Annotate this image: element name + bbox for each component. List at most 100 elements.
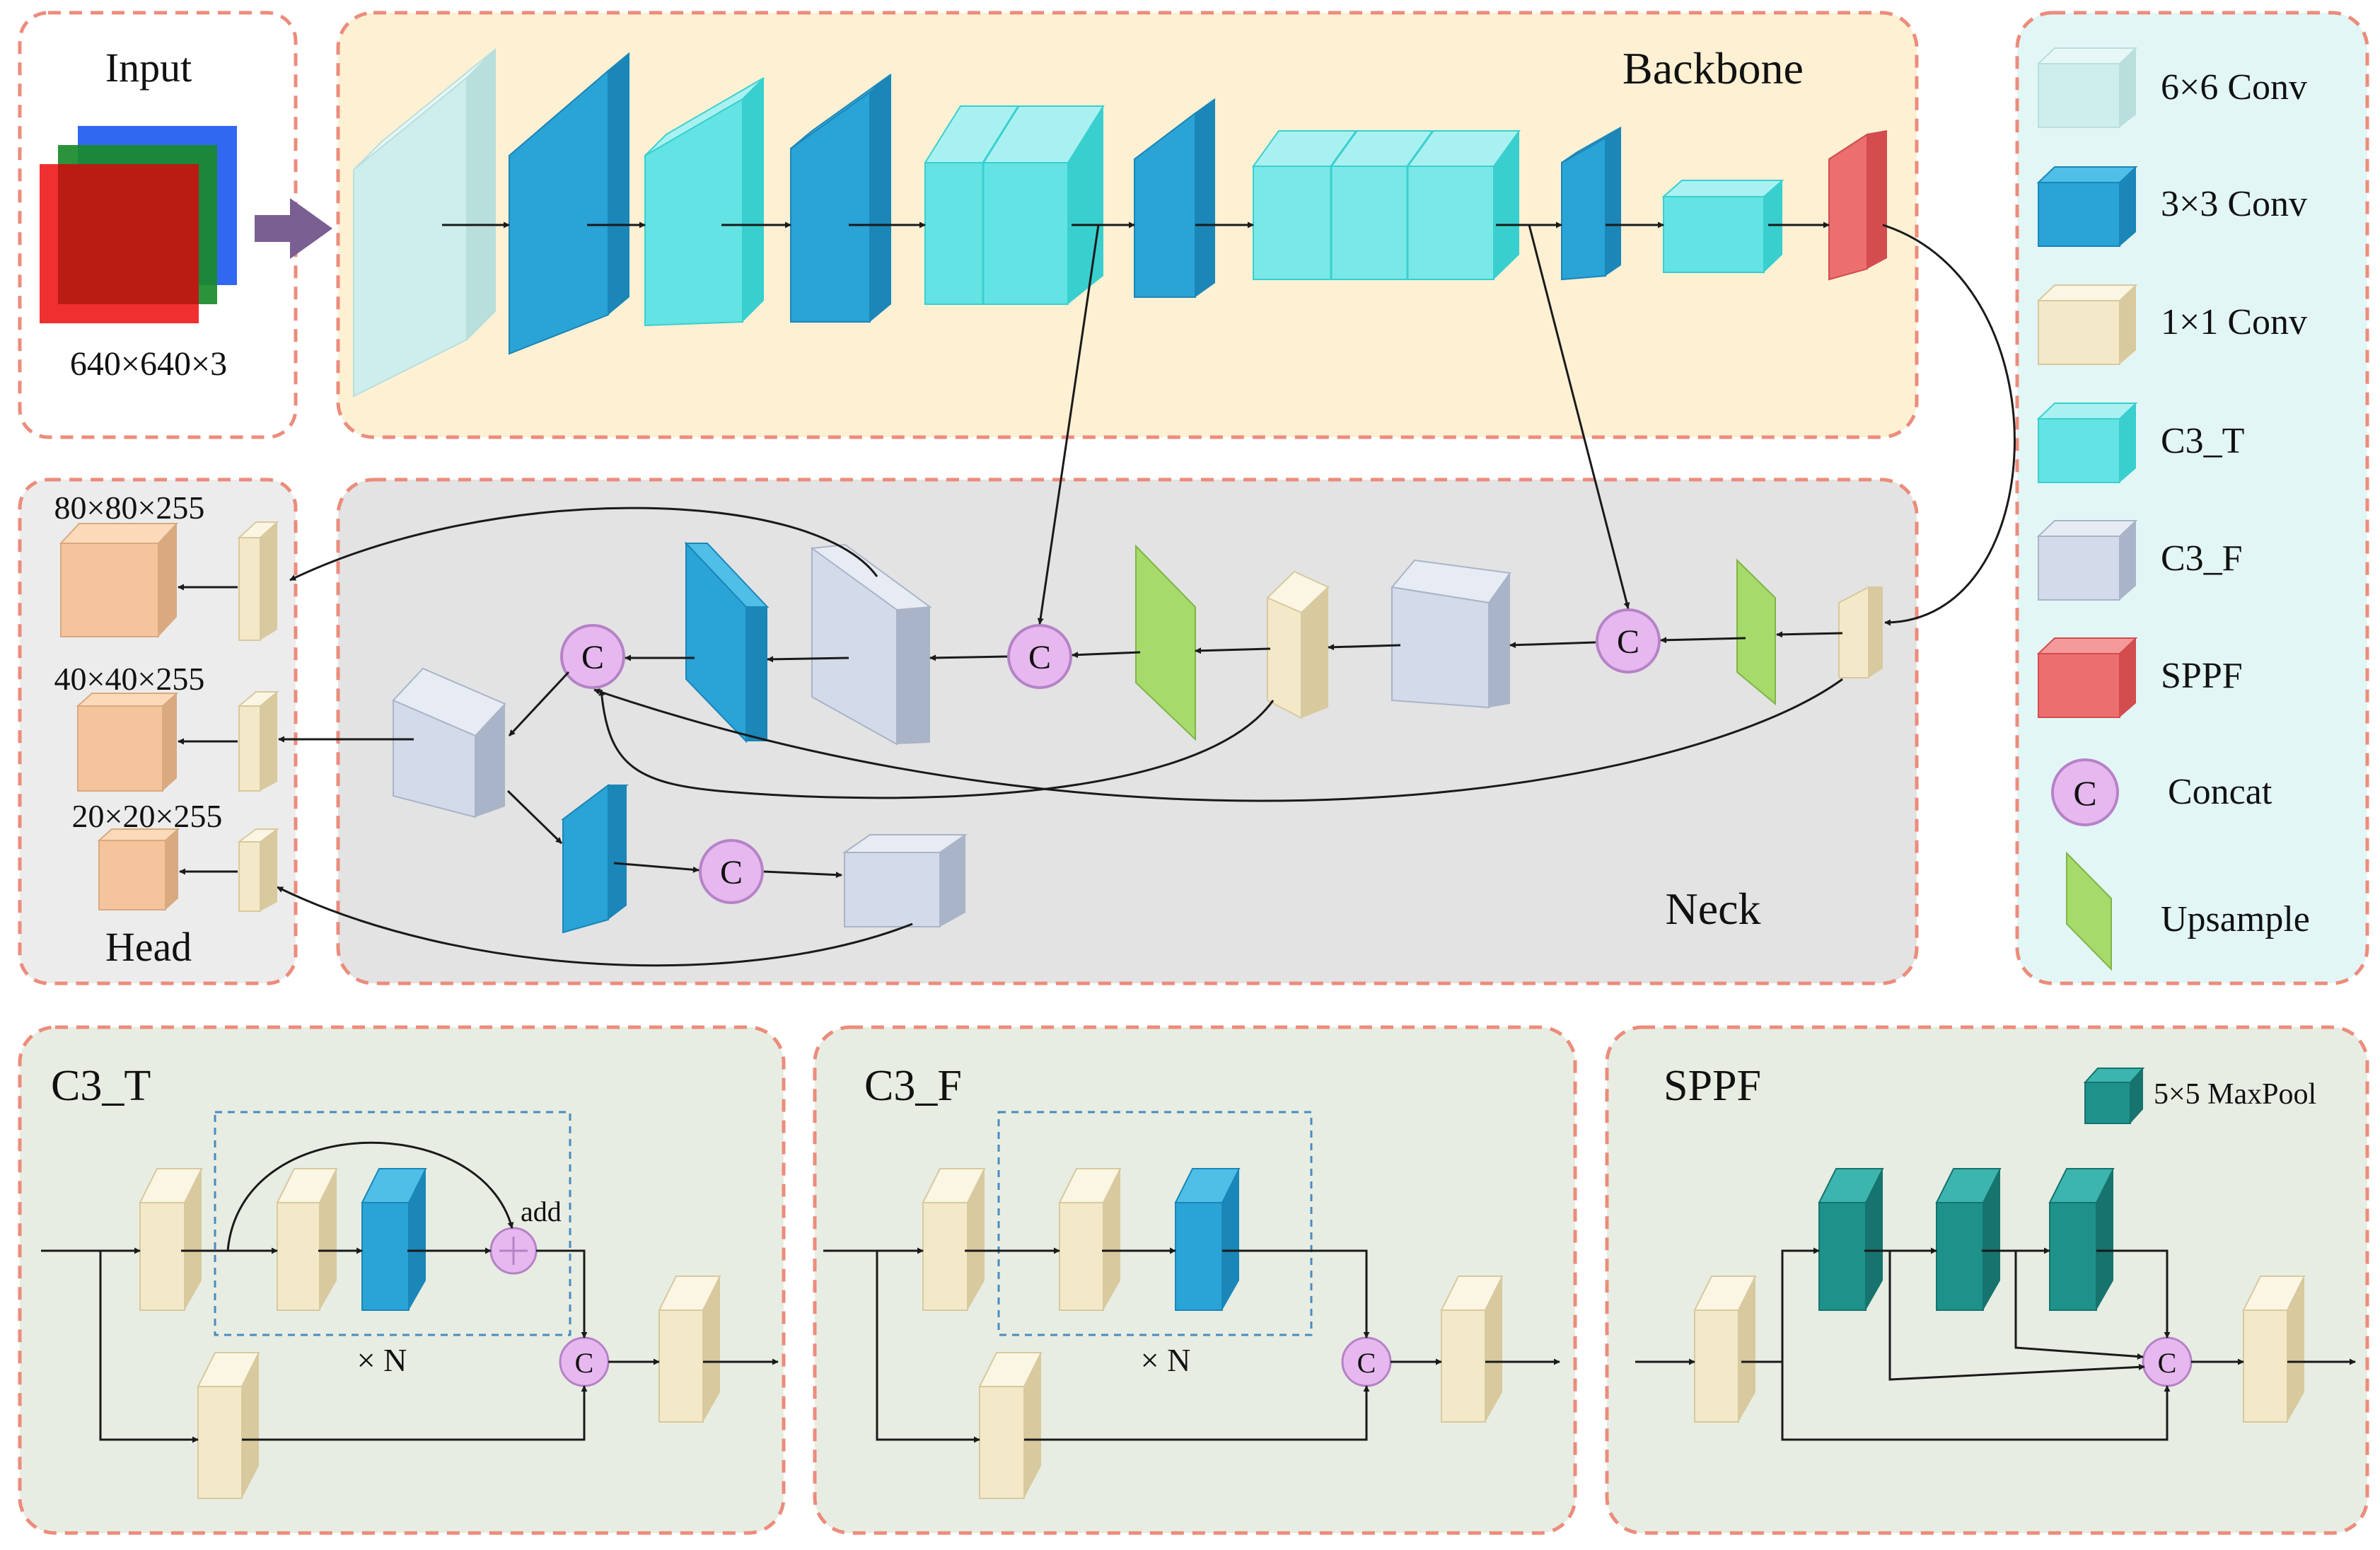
legend-item-c3f: C3_F (2036, 520, 2243, 601)
concat-symbol: C (1617, 623, 1639, 661)
neck-upsample-1 (1736, 558, 1776, 706)
sppf-arrows (1635, 1247, 2356, 1441)
c3f-bottleneck-1x1-conv (1058, 1168, 1122, 1311)
sppf-maxpool-label: 5×5 MaxPool (2154, 1078, 2316, 1111)
sppf-1x1-conv-in (1693, 1276, 1757, 1423)
c3t-arrows (41, 1141, 779, 1443)
neck-upsample-2 (1135, 544, 1196, 741)
head-1x1-conv-2 (237, 691, 279, 792)
legend-item-6x6-conv: 6×6 Conv (2036, 47, 2307, 128)
neck-concat-1: C (1596, 608, 1661, 673)
neck-title: Neck (1665, 884, 1760, 934)
sppf-maxpool-1 (1818, 1168, 1884, 1311)
sppf-legend-maxpool-icon (2083, 1068, 2145, 1124)
backbone-c3t-block-1 (644, 77, 765, 327)
concat-symbol: C (720, 854, 743, 891)
neck-c3f-block-3 (392, 667, 506, 819)
legend-item-concat: C Concat (2051, 758, 2272, 826)
legend-label-c3t: C3_T (2161, 421, 2244, 461)
c3t-1x1-conv-out (658, 1276, 721, 1423)
c3t-repeat-box (214, 1111, 571, 1336)
neck-concat-3: C (560, 624, 625, 689)
concat-symbol: C (1028, 639, 1051, 676)
neck-concat-2: C (1007, 624, 1072, 689)
neck-1x1-conv-2 (1266, 570, 1330, 719)
c3f-title: C3_F (864, 1062, 962, 1110)
concat-symbol: C (1357, 1347, 1376, 1379)
backbone-sppf-block (1828, 130, 1888, 281)
neck-c3f-block-1 (1391, 559, 1511, 709)
sppf-maxpool-2 (1935, 1168, 2002, 1311)
head-output-cube-small (97, 828, 180, 910)
c3t-module: × N (139, 1111, 721, 1499)
backbone-blocks (353, 47, 1888, 398)
input-size-label: 640×640×3 (70, 345, 227, 383)
legend-label-c3f: C3_F (2161, 538, 2243, 579)
c3t-title: C3_T (51, 1062, 151, 1110)
c3f-bottleneck-3x3-conv (1174, 1168, 1241, 1311)
backbone-c3t-block-2 (924, 105, 1105, 305)
backbone-3x3-conv-block-1 (509, 52, 630, 355)
c3f-1x1-conv-out (1440, 1276, 1504, 1423)
backbone-6x6-conv-block (353, 47, 496, 398)
input-title: Input (105, 45, 192, 91)
head-output-medium: 40×40×255 (54, 661, 205, 697)
sppf-1x1-conv-out (2242, 1276, 2306, 1423)
c3f-arrows (823, 1247, 1560, 1443)
input-image-stack (40, 126, 237, 323)
c3t-add-node (489, 1227, 538, 1275)
legend-item-upsample: Upsample (2066, 851, 2310, 971)
legend-label-3x3-conv: 3×3 Conv (2161, 184, 2307, 224)
neck-blocks: C C (392, 541, 1883, 934)
head-arrows (178, 584, 238, 875)
neck-arrows (277, 224, 2016, 967)
c3f-module: × N C (922, 1111, 1504, 1499)
neck-1x1-conv-1 (1838, 586, 1883, 678)
concat-symbol: C (2158, 1347, 2177, 1379)
sppf-concat: C (2142, 1336, 2193, 1387)
backbone-3x3-conv-block-3 (1134, 98, 1216, 298)
c3t-concat: C (559, 1336, 610, 1387)
legend-item-c3t: C3_T (2036, 403, 2244, 483)
c3f-1x1-conv-skip (978, 1352, 1043, 1499)
head-1x1-conv-3 (237, 828, 279, 912)
legend-label-upsample: Upsample (2161, 899, 2310, 939)
head-output-cube-medium (76, 693, 179, 792)
legend-label-1x1-conv: 1×1 Conv (2161, 302, 2307, 342)
head-output-cube-large (59, 523, 179, 637)
head-title: Head (105, 924, 192, 970)
neck-c3f-block-2 (810, 543, 932, 746)
c3t-repeat-label: × N (357, 1342, 407, 1378)
neck-3x3-conv-block-2 (561, 784, 629, 934)
head-output-small: 20×20×255 (72, 798, 223, 834)
neck-c3f-block-4 (842, 834, 968, 927)
legend: 6×6 Conv 3×3 Conv 1×1 Conv C3_T C3_F (2036, 47, 2310, 971)
c3t-1x1-conv-in (139, 1168, 203, 1311)
concat-symbol: C (2073, 773, 2096, 813)
input-arrow (255, 198, 332, 259)
c3t-bottleneck-3x3-conv (361, 1168, 427, 1311)
c3f-repeat-box (997, 1111, 1313, 1336)
c3f-1x1-conv-in (922, 1168, 986, 1311)
head-output-large: 80×80×255 (54, 490, 205, 526)
c3f-concat: C (1341, 1336, 1392, 1387)
backbone-3x3-conv-block-2 (790, 74, 892, 323)
c3t-1x1-conv-skip (197, 1352, 260, 1499)
c3t-bottleneck-1x1-conv (276, 1168, 338, 1311)
legend-panel (2015, 11, 2369, 985)
legend-label-concat: Concat (2168, 772, 2272, 812)
sppf-title: SPPF (1664, 1062, 1761, 1110)
neck-concat-4: C (699, 839, 764, 904)
backbone-title: Backbone (1623, 43, 1804, 93)
backbone-c3t-block-3 (1252, 130, 1521, 280)
head-blocks (59, 521, 279, 912)
legend-item-3x3-conv: 3×3 Conv (2036, 166, 2307, 247)
legend-item-1x1-conv: 1×1 Conv (2036, 284, 2307, 365)
concat-symbol: C (581, 639, 604, 676)
backbone-3x3-conv-block-4 (1561, 127, 1622, 281)
backbone-c3t-block-4 (1661, 180, 1784, 273)
sppf-maxpool-3 (2048, 1168, 2115, 1311)
legend-item-sppf: SPPF (2036, 637, 2243, 718)
sppf-module: 5×5 MaxPool C (1693, 1068, 2316, 1423)
